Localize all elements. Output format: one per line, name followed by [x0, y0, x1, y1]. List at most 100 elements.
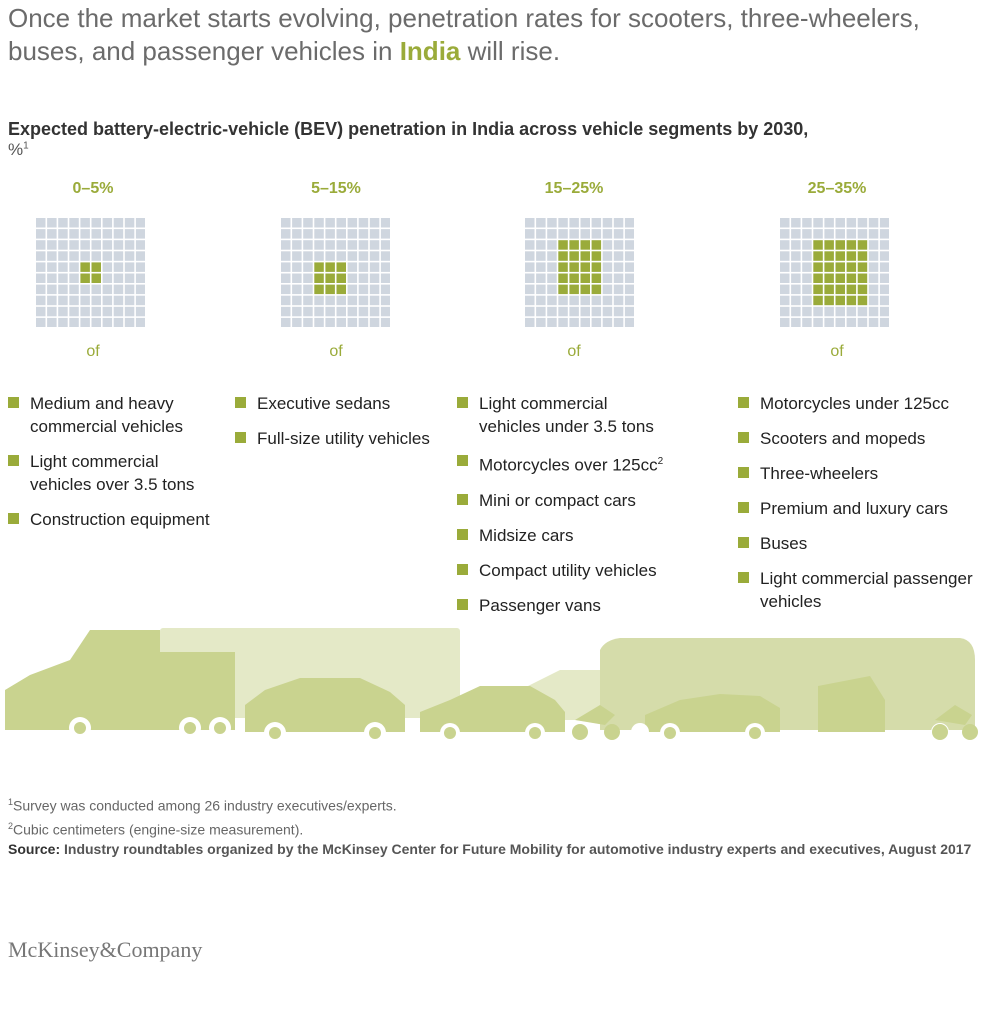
bullet-square-icon: [738, 432, 749, 443]
segment-text: Passenger vans: [479, 595, 601, 615]
waffle-cell-empty: [547, 295, 557, 306]
footnotes: 1Survey was conducted among 26 industry …: [8, 792, 983, 859]
waffle-cell-empty: [303, 295, 313, 306]
segment-list: Light commercial vehicles under 3.5 tons…: [457, 392, 672, 629]
waffle-cell-empty: [124, 251, 135, 261]
waffle-cell-empty: [336, 229, 346, 239]
waffle-cell-empty: [536, 240, 546, 250]
waffle-cell-empty: [80, 218, 90, 228]
waffle-cell-empty: [380, 240, 391, 250]
waffle-cell-empty: [879, 295, 890, 306]
waffle-cell-empty: [292, 306, 302, 317]
waffle-cell-empty: [314, 295, 324, 306]
bullet-square-icon: [457, 455, 468, 466]
waffle-cell-empty: [135, 240, 146, 250]
waffle-cell-empty: [780, 218, 790, 228]
waffle-cell-empty: [58, 218, 68, 228]
chart-subtitle: Expected battery-electric-vehicle (BEV) …: [8, 119, 809, 139]
waffle-cell-empty: [69, 295, 79, 306]
waffle-cell-filled: [80, 273, 90, 283]
source-label: Source:: [8, 841, 61, 858]
waffle-cell-empty: [591, 317, 602, 328]
waffle-cell-filled: [824, 240, 834, 250]
waffle-cell-empty: [281, 229, 291, 239]
waffle-cell-empty: [525, 240, 535, 250]
waffle-cell-empty: [336, 251, 346, 261]
waffle-cell-empty: [547, 273, 557, 283]
waffle-cell-empty: [879, 317, 890, 328]
waffle-cell-empty: [791, 218, 801, 228]
waffle-cell-empty: [336, 317, 346, 328]
waffle-cell-empty: [824, 218, 834, 228]
waffle-cell-empty: [547, 306, 557, 317]
waffle-cell-empty: [281, 273, 291, 283]
waffle-cell-filled: [569, 251, 579, 261]
waffle-cell-empty: [135, 306, 146, 317]
waffle-cell-empty: [113, 262, 124, 272]
waffle-cell-empty: [336, 306, 346, 317]
waffle-cell-empty: [281, 295, 291, 306]
waffle-cell-empty: [358, 251, 369, 261]
waffle-cell-filled: [580, 251, 590, 261]
waffle-cell-empty: [802, 284, 812, 295]
waffle-cell-empty: [113, 218, 124, 228]
waffle-cell-empty: [868, 240, 879, 250]
waffle-cell-empty: [791, 273, 801, 283]
waffle-cell-empty: [124, 240, 135, 250]
waffle-cell-empty: [380, 251, 391, 261]
waffle-cell-empty: [347, 273, 358, 283]
waffle-cell-empty: [135, 262, 146, 272]
waffle-cell-empty: [47, 273, 57, 283]
waffle-cell-empty: [602, 284, 613, 295]
segment-text: Executive sedans: [257, 394, 391, 413]
segment-item: Buses: [738, 532, 983, 555]
waffle-cell-empty: [380, 273, 391, 283]
waffle-cell-empty: [91, 306, 101, 317]
waffle-cell-empty: [380, 306, 391, 317]
waffle-cell-empty: [380, 262, 391, 272]
waffle-cell-empty: [358, 240, 369, 250]
waffle-cell-filled: [857, 284, 868, 295]
bullet-square-icon: [738, 467, 749, 478]
footnote-2-number: 2: [8, 820, 14, 831]
bullet-square-icon: [457, 598, 468, 610]
waffle-cell-empty: [102, 295, 113, 306]
waffle-cell-empty: [80, 306, 90, 317]
waffle-cell-empty: [846, 218, 857, 228]
waffle-cell-empty: [69, 284, 79, 295]
waffle-cell-empty: [791, 251, 801, 261]
waffle-cell-empty: [525, 273, 535, 283]
waffle-cell-empty: [624, 306, 635, 317]
headline: Once the market starts evolving, penetra…: [8, 2, 978, 68]
waffle-cell-empty: [36, 273, 46, 283]
waffle-cell-empty: [281, 317, 291, 328]
waffle-cell-empty: [536, 229, 546, 239]
waffle-cell-empty: [879, 284, 890, 295]
segment-item: Mini or compact cars: [457, 489, 672, 512]
waffle-cell-empty: [124, 229, 135, 239]
waffle-cell-empty: [292, 251, 302, 261]
waffle-cell-filled: [569, 262, 579, 272]
category-label: 15–25%: [544, 180, 604, 197]
waffle-cell-empty: [325, 229, 335, 239]
waffle-cell-empty: [791, 262, 801, 272]
waffle-cell-filled: [824, 295, 834, 306]
waffle-cell-empty: [547, 240, 557, 250]
bullet-square-icon: [235, 432, 246, 443]
waffle-cell-empty: [47, 284, 57, 295]
waffle-cell-empty: [347, 317, 358, 328]
waffle-cell-empty: [536, 218, 546, 228]
waffle-cell-empty: [113, 240, 124, 250]
source-note: Source: Industry roundtables organized b…: [8, 839, 983, 859]
waffle-cell-empty: [358, 284, 369, 295]
waffle-cell-empty: [91, 251, 101, 261]
segment-text: Motorcycles under 125cc: [760, 394, 949, 413]
waffle-cell-empty: [802, 218, 812, 228]
waffle-cell-empty: [879, 240, 890, 250]
waffle-cell-empty: [813, 317, 823, 328]
headline-text: Once the market starts evolving, penetra…: [8, 3, 920, 66]
bullet-square-icon: [738, 502, 749, 513]
waffle-cell-empty: [58, 317, 68, 328]
waffle-cell-empty: [36, 306, 46, 317]
